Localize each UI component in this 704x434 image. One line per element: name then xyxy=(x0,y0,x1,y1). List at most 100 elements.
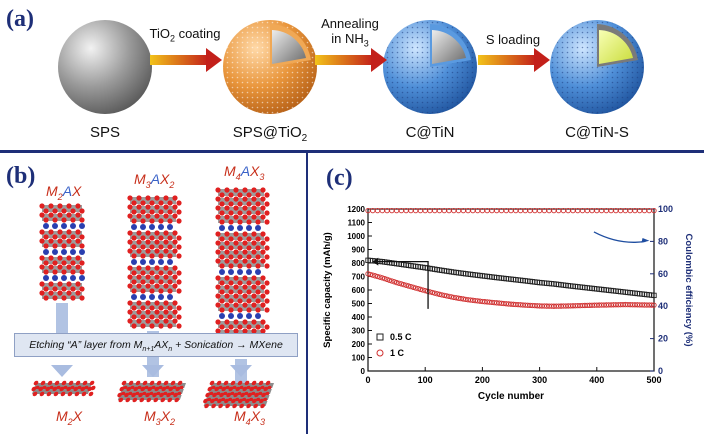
x-atom xyxy=(158,244,164,250)
x-atom xyxy=(167,235,173,241)
x-atom xyxy=(52,208,58,214)
x-atom xyxy=(79,208,85,214)
x-atom xyxy=(228,210,234,216)
a-atom xyxy=(79,275,85,281)
mxene-x-atom xyxy=(167,397,173,403)
data-point xyxy=(453,295,459,301)
x-atom xyxy=(131,270,137,276)
x-atom xyxy=(172,204,178,210)
x-atom xyxy=(79,260,85,266)
x-atom xyxy=(158,288,164,294)
process-arrow-head xyxy=(51,365,73,377)
x-atom xyxy=(215,302,221,308)
x-atom xyxy=(131,200,137,206)
x-atom xyxy=(145,309,151,315)
data-point xyxy=(415,285,421,292)
mxene-x-atom xyxy=(216,380,222,386)
data-point xyxy=(648,302,655,308)
x-atom xyxy=(140,288,146,294)
a-layer xyxy=(43,275,85,281)
x-atom xyxy=(251,187,257,193)
x-atom xyxy=(149,253,155,259)
mxene-x-atom xyxy=(138,392,143,398)
x-atom xyxy=(255,263,261,269)
x-atom xyxy=(237,280,243,286)
metal-layer xyxy=(42,292,82,299)
x-atom xyxy=(136,248,142,254)
mxene-x-atom xyxy=(89,380,95,386)
data-point xyxy=(422,288,428,294)
capacity-pointer-head xyxy=(372,257,379,266)
mxene-x-atom xyxy=(260,403,265,409)
a-atom xyxy=(167,294,173,300)
x-atom xyxy=(149,323,155,329)
x-atom xyxy=(43,269,49,275)
x-atom xyxy=(228,219,234,225)
legend: 0.5 C1 C xyxy=(376,332,412,358)
metal-layer xyxy=(42,266,82,273)
x-atom xyxy=(176,270,182,276)
x-atom xyxy=(237,289,243,295)
sps-tio2-sphere xyxy=(223,20,317,114)
mxene-x-atom xyxy=(245,398,250,404)
x-atom xyxy=(39,212,45,218)
x-atom xyxy=(154,300,160,306)
x-atom xyxy=(246,263,252,269)
x-atom xyxy=(52,217,58,223)
y-tick-label: 1100 xyxy=(348,219,366,228)
x-atom xyxy=(167,200,173,206)
mxene-x-atom xyxy=(73,386,79,392)
series-0 xyxy=(365,257,657,299)
mxene-x-atom xyxy=(173,392,178,398)
x-atom xyxy=(251,249,257,255)
x-atom xyxy=(145,274,151,280)
x-atom xyxy=(176,279,182,285)
mxene-x-atom xyxy=(80,386,86,392)
x-atom xyxy=(242,293,248,299)
data-point xyxy=(460,296,466,302)
mxene-x-atom xyxy=(75,380,81,386)
x-atom xyxy=(149,209,155,215)
x-atom xyxy=(264,280,270,286)
x-atom xyxy=(215,214,221,220)
x-atom xyxy=(43,286,49,292)
y2-tick-label: 60 xyxy=(658,269,668,279)
mxene-x-atom xyxy=(74,391,80,397)
y-tick-label: 0 xyxy=(361,367,366,376)
x-atom xyxy=(224,284,230,290)
x-atom xyxy=(158,314,164,320)
x-atom xyxy=(140,253,146,259)
step-2-label: Annealing in NH3 xyxy=(321,16,379,49)
x-atom xyxy=(43,260,49,266)
mxene-x-atom xyxy=(87,386,93,392)
mxene-x-atom xyxy=(261,392,266,398)
x-atom xyxy=(237,245,243,251)
step-1-label: TiO2 coating xyxy=(149,26,221,44)
mxene-x-atom xyxy=(47,380,53,386)
x-atom xyxy=(228,254,234,260)
max-slab xyxy=(215,231,270,269)
mxene-x-atom xyxy=(54,380,60,386)
x-atom xyxy=(176,314,182,320)
x-atom xyxy=(224,214,230,220)
x-atom xyxy=(260,258,266,264)
x-atom xyxy=(79,243,85,249)
x-atom xyxy=(255,289,261,295)
x-atom xyxy=(136,239,142,245)
mxene-x-atom xyxy=(265,380,271,386)
stage-label-c-tin-s: C@TiN-S xyxy=(565,124,629,141)
x-atom xyxy=(251,196,257,202)
x-atom xyxy=(154,318,160,324)
mxene-x-atom xyxy=(253,403,258,409)
x-atom xyxy=(48,255,54,261)
x-atom xyxy=(167,218,173,224)
x-atom xyxy=(224,258,230,264)
x-atom xyxy=(264,254,270,260)
horizontal-divider xyxy=(0,150,704,153)
mxene-x-atom xyxy=(161,386,167,392)
data-point xyxy=(386,277,393,283)
x-atom xyxy=(52,286,58,292)
x-atom xyxy=(172,195,178,201)
x-atom xyxy=(242,258,248,264)
